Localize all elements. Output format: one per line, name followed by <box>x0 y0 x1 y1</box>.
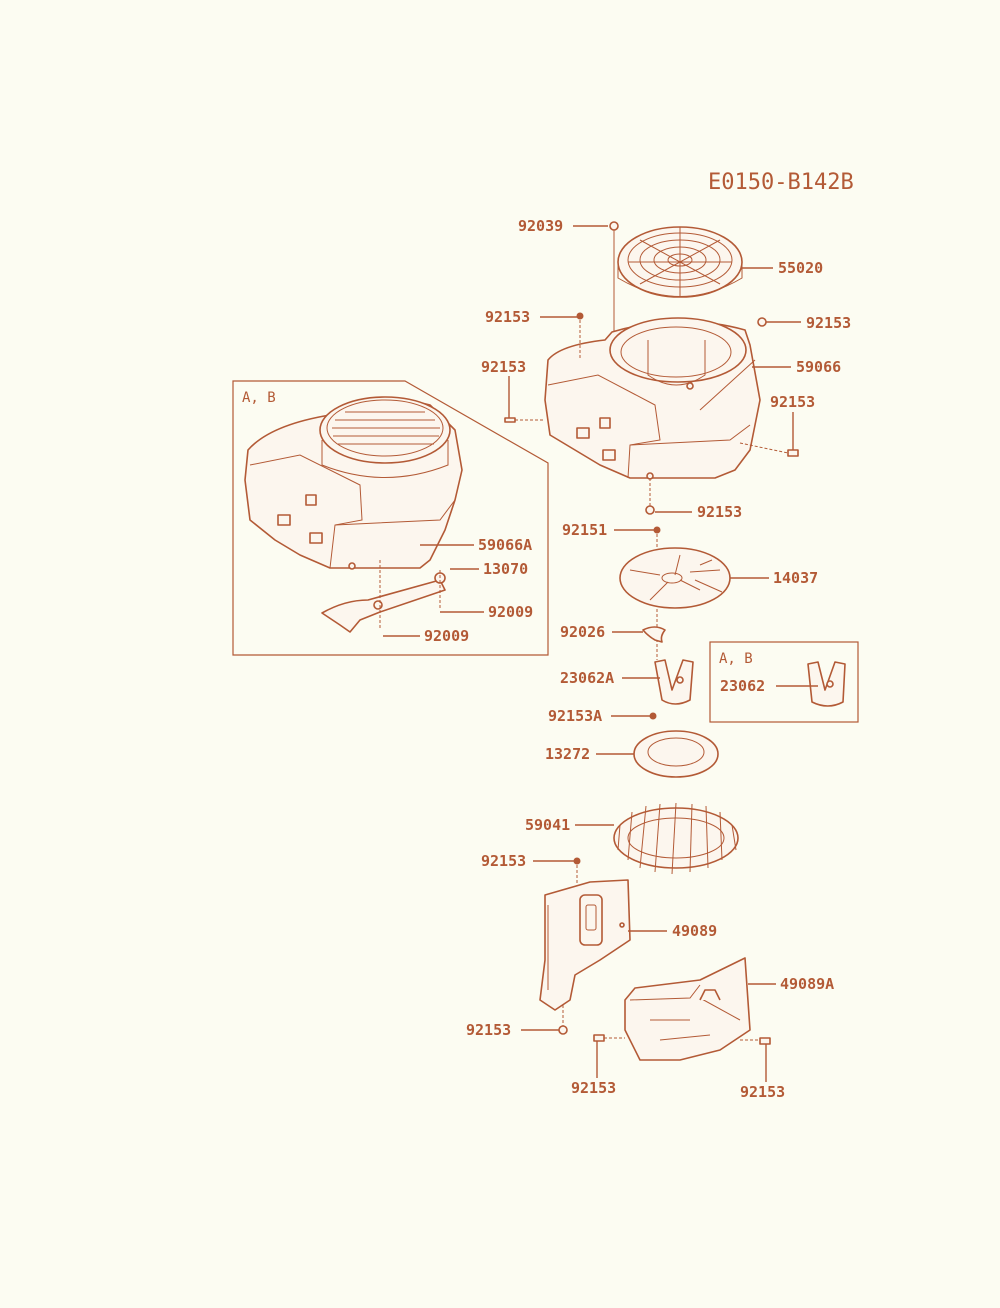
washer-92026 <box>642 626 666 643</box>
blower-housing <box>544 317 761 480</box>
label-92153-c: 92153 <box>481 358 526 376</box>
label-92153-h: 92153 <box>571 1079 616 1097</box>
fan-socket <box>654 659 694 705</box>
label-59066A: 59066A <box>478 536 532 554</box>
label-92039: 92039 <box>518 217 563 235</box>
cooling-fan <box>619 547 731 609</box>
bolt-92153A <box>649 712 657 720</box>
label-92153-e: 92153 <box>697 503 742 521</box>
inset-frame-main: A, B <box>232 380 549 656</box>
label-92009-b: 92009 <box>424 627 469 645</box>
bolt-92153-e <box>645 505 655 515</box>
inset-main-label: A, B <box>242 390 276 406</box>
cylinder-cover <box>539 879 631 1011</box>
leader-lines <box>383 225 818 1082</box>
bolt-92153-f <box>573 857 581 865</box>
cylinder-cover-a <box>624 957 751 1061</box>
bolt-92153-i <box>759 1037 771 1045</box>
label-23062A: 23062A <box>560 669 614 687</box>
flywheel-fan <box>613 802 739 875</box>
label-13070: 13070 <box>483 560 528 578</box>
label-59066: 59066 <box>796 358 841 376</box>
label-92151: 92151 <box>562 521 607 539</box>
label-13272: 13272 <box>545 745 590 763</box>
inset-small-label: A, B <box>719 651 753 667</box>
bolt-92153-a <box>576 312 584 320</box>
rotating-screen <box>617 226 743 298</box>
bracket-inset-13070 <box>321 572 446 633</box>
label-92153A: 92153A <box>548 707 602 725</box>
fan-plate <box>633 730 719 778</box>
label-55020: 55020 <box>778 259 823 277</box>
label-59041: 59041 <box>525 816 570 834</box>
label-92026: 92026 <box>560 623 605 641</box>
label-92153-b: 92153 <box>806 314 851 332</box>
part-labels: 92039 55020 92153 92153 59066 92153 9215… <box>424 217 851 1101</box>
bolt-92151 <box>653 526 661 534</box>
label-23062: 23062 <box>720 677 765 695</box>
bolt-92153-g <box>558 1025 568 1035</box>
bolt-92039 <box>609 221 619 231</box>
bolt-92153-d <box>787 449 799 457</box>
label-92153-g: 92153 <box>466 1021 511 1039</box>
label-92153-i: 92153 <box>740 1083 785 1101</box>
inset-frame-small: A, B <box>709 641 859 723</box>
label-92153-d: 92153 <box>770 393 815 411</box>
label-49089A: 49089A <box>780 975 834 993</box>
label-92153-a: 92153 <box>485 308 530 326</box>
label-49089: 49089 <box>672 922 717 940</box>
bolt-92153-b <box>757 317 767 327</box>
label-92153-f: 92153 <box>481 852 526 870</box>
label-14037: 14037 <box>773 569 818 587</box>
bolt-92153-h <box>593 1034 605 1042</box>
bolt-92153-c <box>504 417 516 423</box>
label-92009-a: 92009 <box>488 603 533 621</box>
blower-housing-inset <box>244 396 463 570</box>
diagram-id: E0150-B142B <box>708 170 854 195</box>
